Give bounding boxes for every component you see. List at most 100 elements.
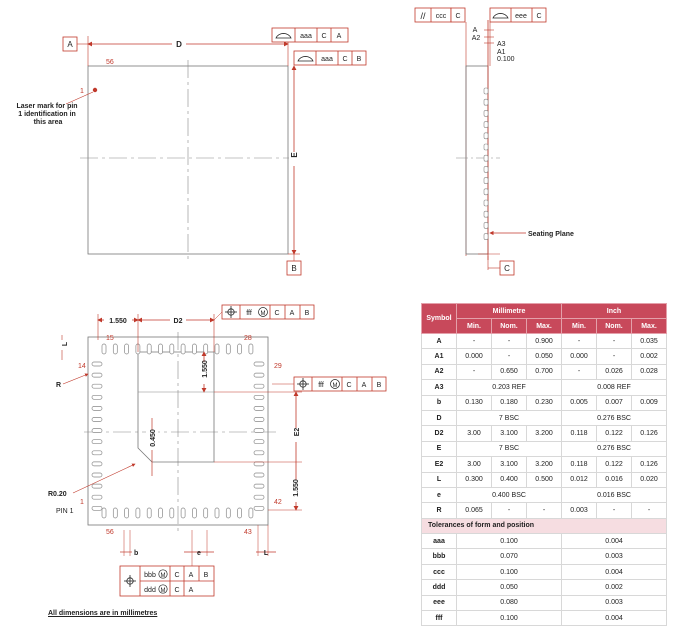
lead-pad — [112, 343, 118, 355]
lead-pad — [91, 383, 103, 389]
mmc-modifier-icon: M — [258, 307, 268, 317]
parallelism-icon: // — [420, 11, 426, 21]
lead-pad — [253, 483, 265, 489]
lead-pad — [135, 507, 141, 519]
dim-d-label: D — [176, 40, 182, 49]
pin-56: 56 — [106, 529, 114, 536]
footnote: All dimensions are in millimetres — [48, 610, 158, 617]
svg-text:C: C — [455, 13, 460, 20]
lead-pad — [192, 507, 197, 519]
lead-pad — [91, 428, 103, 433]
svg-text:A: A — [473, 27, 478, 34]
side-lead — [483, 143, 489, 151]
lead-pad — [253, 494, 265, 500]
lead-pad — [91, 494, 103, 500]
lead-pad — [91, 439, 103, 445]
svg-text:A2: A2 — [472, 35, 481, 42]
datum-b: B — [291, 264, 296, 273]
lead-pad — [253, 383, 265, 389]
side-lead — [483, 188, 489, 196]
lead-pad — [253, 372, 265, 378]
lead-pad — [91, 406, 103, 411]
lead-pad — [214, 343, 220, 355]
col-millimetre: Millimetre — [456, 303, 562, 319]
svg-text:A: A — [189, 572, 194, 579]
lead-pad — [158, 343, 163, 355]
svg-text:B: B — [204, 572, 209, 579]
lead-pad — [91, 461, 103, 467]
svg-text:B: B — [357, 56, 362, 63]
svg-text:C: C — [536, 13, 541, 20]
side-leads — [483, 87, 489, 240]
svg-text:PIN 1: PIN 1 — [56, 508, 74, 515]
col-symbol: Symbol — [421, 303, 457, 334]
svg-text:C: C — [346, 382, 351, 389]
mmc-modifier-icon: M — [158, 584, 168, 594]
lead-pad — [253, 472, 265, 478]
lead-pad — [91, 394, 103, 400]
bottom-view — [84, 332, 276, 532]
laser-note: Laser mark for pin 1 identification in t… — [16, 103, 79, 126]
svg-text:ccc: ccc — [436, 13, 447, 20]
pin-43: 43 — [244, 529, 252, 536]
profile-surface-icon — [297, 56, 314, 62]
svg-text:A: A — [362, 382, 367, 389]
lead-pad — [253, 505, 265, 511]
lead-pad — [169, 343, 175, 355]
svg-text:M: M — [161, 573, 166, 579]
lead-pad — [91, 450, 103, 456]
svg-text:E2: E2 — [294, 428, 301, 437]
lead-pad — [225, 507, 231, 519]
lead-pad — [253, 417, 265, 422]
pin-15: 15 — [106, 335, 114, 342]
svg-text:C: C — [174, 572, 179, 579]
pin-1: 1 — [80, 499, 84, 506]
lead-pad — [253, 406, 265, 411]
lead-pad — [146, 507, 152, 519]
svg-text:0.100: 0.100 — [497, 56, 515, 63]
lead-pad — [101, 343, 107, 355]
side-lead — [483, 154, 489, 162]
pin-28: 28 — [244, 335, 252, 342]
svg-text:e: e — [197, 550, 201, 557]
svg-text:R0.20: R0.20 — [48, 491, 67, 498]
dim-e-label: E — [290, 152, 299, 158]
fcf-bottom-top: fff M C A B — [213, 304, 315, 321]
svg-text:L: L — [62, 341, 69, 346]
lead-pad — [112, 507, 118, 519]
svg-text:A: A — [189, 587, 194, 594]
svg-text:A: A — [337, 33, 342, 40]
svg-text:A3: A3 — [497, 41, 506, 48]
svg-text:1.550: 1.550 — [293, 479, 300, 497]
lead-pad — [192, 343, 197, 355]
lead-pad — [91, 505, 103, 511]
svg-text:R: R — [56, 382, 61, 389]
pin-29: 29 — [274, 363, 282, 370]
lead-pad — [253, 428, 265, 433]
side-lead — [483, 233, 489, 240]
lead-pad — [203, 507, 209, 519]
lead-pad — [158, 507, 163, 519]
lead-pad — [253, 461, 265, 467]
svg-text:1.550: 1.550 — [202, 360, 209, 378]
lead-pad — [91, 483, 103, 489]
bottom-dims: 1.550 D2 L R 1.550 0.450 E2 1.550 R0.20 … — [48, 304, 387, 597]
svg-text:B: B — [377, 382, 382, 389]
side-lead — [483, 210, 489, 218]
svg-text:L: L — [264, 550, 269, 557]
lead-pad — [237, 507, 242, 519]
lead-pad — [124, 507, 129, 519]
side-lead — [483, 121, 489, 128]
svg-text:eee: eee — [515, 13, 527, 20]
